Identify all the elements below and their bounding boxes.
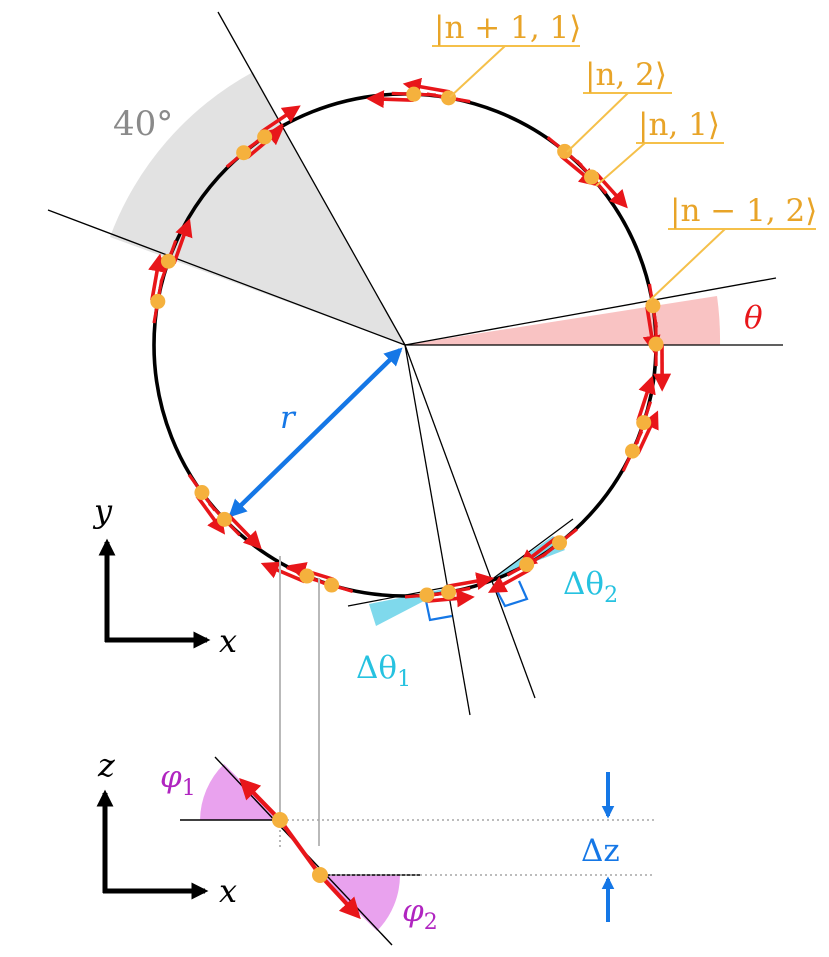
site-dot [552, 535, 568, 551]
spin-arrow [195, 495, 226, 535]
ket-n-plus-1-1: |n + 1, 1⟩ [434, 10, 581, 46]
site-dot [160, 253, 176, 269]
side-arrow-3 [318, 873, 361, 920]
sector-40deg [110, 72, 405, 345]
site-dot [324, 577, 340, 593]
radial-line-upper [217, 11, 406, 346]
spin-arrow [148, 253, 166, 301]
phi-1-sector [200, 764, 280, 820]
site-dot [236, 145, 252, 161]
radial-line-theta [404, 277, 777, 346]
leader-n-2 [566, 92, 629, 153]
spin-arrow [636, 410, 659, 455]
z-axis-label: z [97, 746, 116, 784]
sector-theta [405, 296, 721, 345]
site-dot [519, 557, 535, 573]
leader-n-minus-1-2 [649, 228, 726, 301]
spin-arrow [636, 375, 656, 422]
radial-line-left [47, 209, 406, 346]
x-axis-label-bottom: x [219, 872, 237, 910]
radius-label: r [280, 400, 297, 436]
spin-arrow [172, 218, 193, 264]
delta-theta-1-label: Δθ1 [356, 650, 411, 692]
spin-arrow [260, 561, 306, 584]
leader-n-plus-1-1 [449, 45, 506, 98]
site-dot [624, 443, 640, 459]
side-arrow-2 [278, 818, 322, 877]
side-dot-2 [312, 867, 328, 883]
leader-n-1 [595, 142, 646, 187]
site-dot [441, 584, 457, 600]
site-dot [645, 298, 661, 314]
phi-2-label: φ2 [402, 893, 438, 935]
y-axis-label: y [92, 492, 113, 530]
delta-z-label: Δz [581, 833, 620, 869]
angle-40-label: 40° [113, 104, 173, 144]
delta-theta-2-label: Δθ2 [563, 566, 618, 608]
site-dot [299, 568, 315, 584]
side-dot-1 [272, 812, 288, 828]
site-dot [406, 86, 422, 102]
phi-2-sector [320, 875, 400, 931]
radial-line-dt2 [404, 344, 536, 699]
right-angle-mark-1 [423, 595, 453, 622]
site-dot [584, 169, 600, 185]
phi-1-label: φ1 [160, 759, 196, 801]
spin-arrow [594, 171, 628, 209]
site-dot [216, 511, 232, 527]
spin-arrow [447, 572, 495, 591]
spin-arrow [402, 77, 450, 96]
spin-arrow [227, 513, 262, 550]
site-dot [150, 293, 166, 309]
site-dot [419, 587, 435, 603]
site-dot [194, 485, 210, 501]
site-dot [257, 129, 273, 145]
site-dot [636, 415, 652, 431]
theta-label: θ [744, 300, 763, 336]
ket-n-1: |n, 1⟩ [638, 107, 720, 143]
radial-line-dt1 [404, 344, 471, 716]
spin-arrow [487, 568, 531, 593]
ket-n-2: |n, 2⟩ [585, 57, 667, 93]
right-angle-mark-2 [496, 580, 529, 608]
site-dot [557, 143, 573, 159]
ket-n-minus-1-2: |n − 1, 2⟩ [670, 193, 817, 229]
site-dot [648, 336, 664, 352]
x-axis-label-top: x [219, 622, 237, 660]
radius-arrow [228, 347, 403, 518]
spin-arrow [365, 90, 414, 109]
spin-arrow [260, 105, 301, 134]
side-arrow-1 [239, 777, 282, 822]
site-dots [150, 86, 664, 603]
